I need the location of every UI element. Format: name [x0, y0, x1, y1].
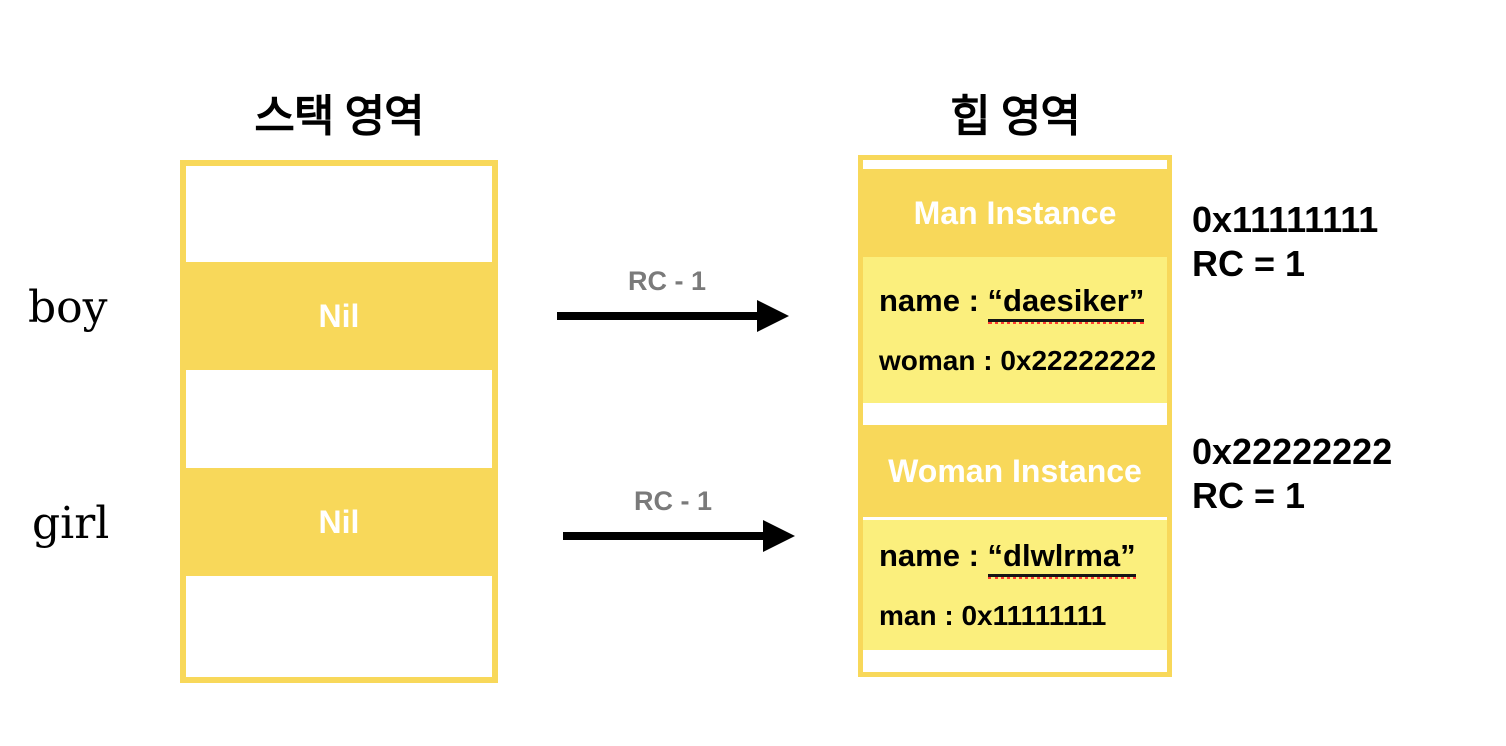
- woman-name-field-label: name :: [879, 538, 988, 573]
- man-instance-header: Man Instance: [863, 169, 1167, 257]
- arrow-head: [757, 300, 789, 332]
- stack-area-box: Nil Nil: [180, 160, 498, 683]
- stack-area-title: 스택 영역: [254, 92, 424, 141]
- rc-decrement-label-girl: RC - 1: [633, 486, 712, 516]
- woman-instance-header: Woman Instance: [863, 425, 1167, 520]
- woman-name-value: “dlwlrma”: [987, 538, 1136, 577]
- stack-slot-boy-nil: Nil: [186, 262, 492, 370]
- rc-decrement-label-boy: RC - 1: [627, 266, 706, 296]
- heap-gap-top: [863, 160, 1167, 169]
- arrow-right-icon: [563, 520, 795, 552]
- man-rc-value: RC = 1: [1192, 243, 1306, 284]
- man-name-field: name : “daesiker”: [879, 283, 1167, 324]
- stack-slot-girl-nil: Nil: [186, 468, 492, 576]
- man-name-value: “daesiker”: [987, 283, 1145, 322]
- man-address-annotation: 0x11111111 RC = 1: [1192, 198, 1378, 286]
- woman-rc-value: RC = 1: [1192, 475, 1306, 516]
- arrow-shaft: [557, 312, 757, 320]
- woman-address-value: 0x22222222: [1192, 431, 1393, 472]
- woman-man-ref-field: man : 0x11111111: [879, 600, 1107, 631]
- man-address-value: 0x11111111: [1192, 199, 1379, 240]
- spellcheck-underline: “dlwlrma”: [987, 538, 1136, 579]
- arrow-shaft: [563, 532, 763, 540]
- heap-area-box: Man Instance name : “daesiker” woman : 0…: [858, 155, 1172, 677]
- woman-address-annotation: 0x22222222 RC = 1: [1192, 430, 1392, 518]
- arrow-head: [763, 520, 795, 552]
- stack-var-boy-label: boy: [28, 282, 108, 333]
- stack-var-girl-label: girl: [32, 498, 110, 549]
- woman-instance-body: name : “dlwlrma” man : 0x11111111: [863, 520, 1167, 650]
- stack-slot-empty-middle: [186, 370, 492, 468]
- heap-area-title: 힙 영역: [950, 92, 1081, 141]
- stack-slot-empty-bottom: [186, 576, 492, 677]
- heap-gap-middle: [863, 403, 1167, 425]
- woman-name-field: name : “dlwlrma”: [879, 538, 1167, 579]
- man-woman-ref-field: woman : 0x22222222: [879, 345, 1157, 376]
- man-instance-body: name : “daesiker” woman : 0x22222222: [863, 257, 1167, 403]
- heap-gap-bottom: [863, 650, 1167, 672]
- stack-slot-empty-top: [186, 166, 492, 262]
- spellcheck-underline: “daesiker”: [987, 283, 1145, 324]
- man-name-field-label: name :: [879, 283, 988, 318]
- arrow-right-icon: [557, 300, 789, 332]
